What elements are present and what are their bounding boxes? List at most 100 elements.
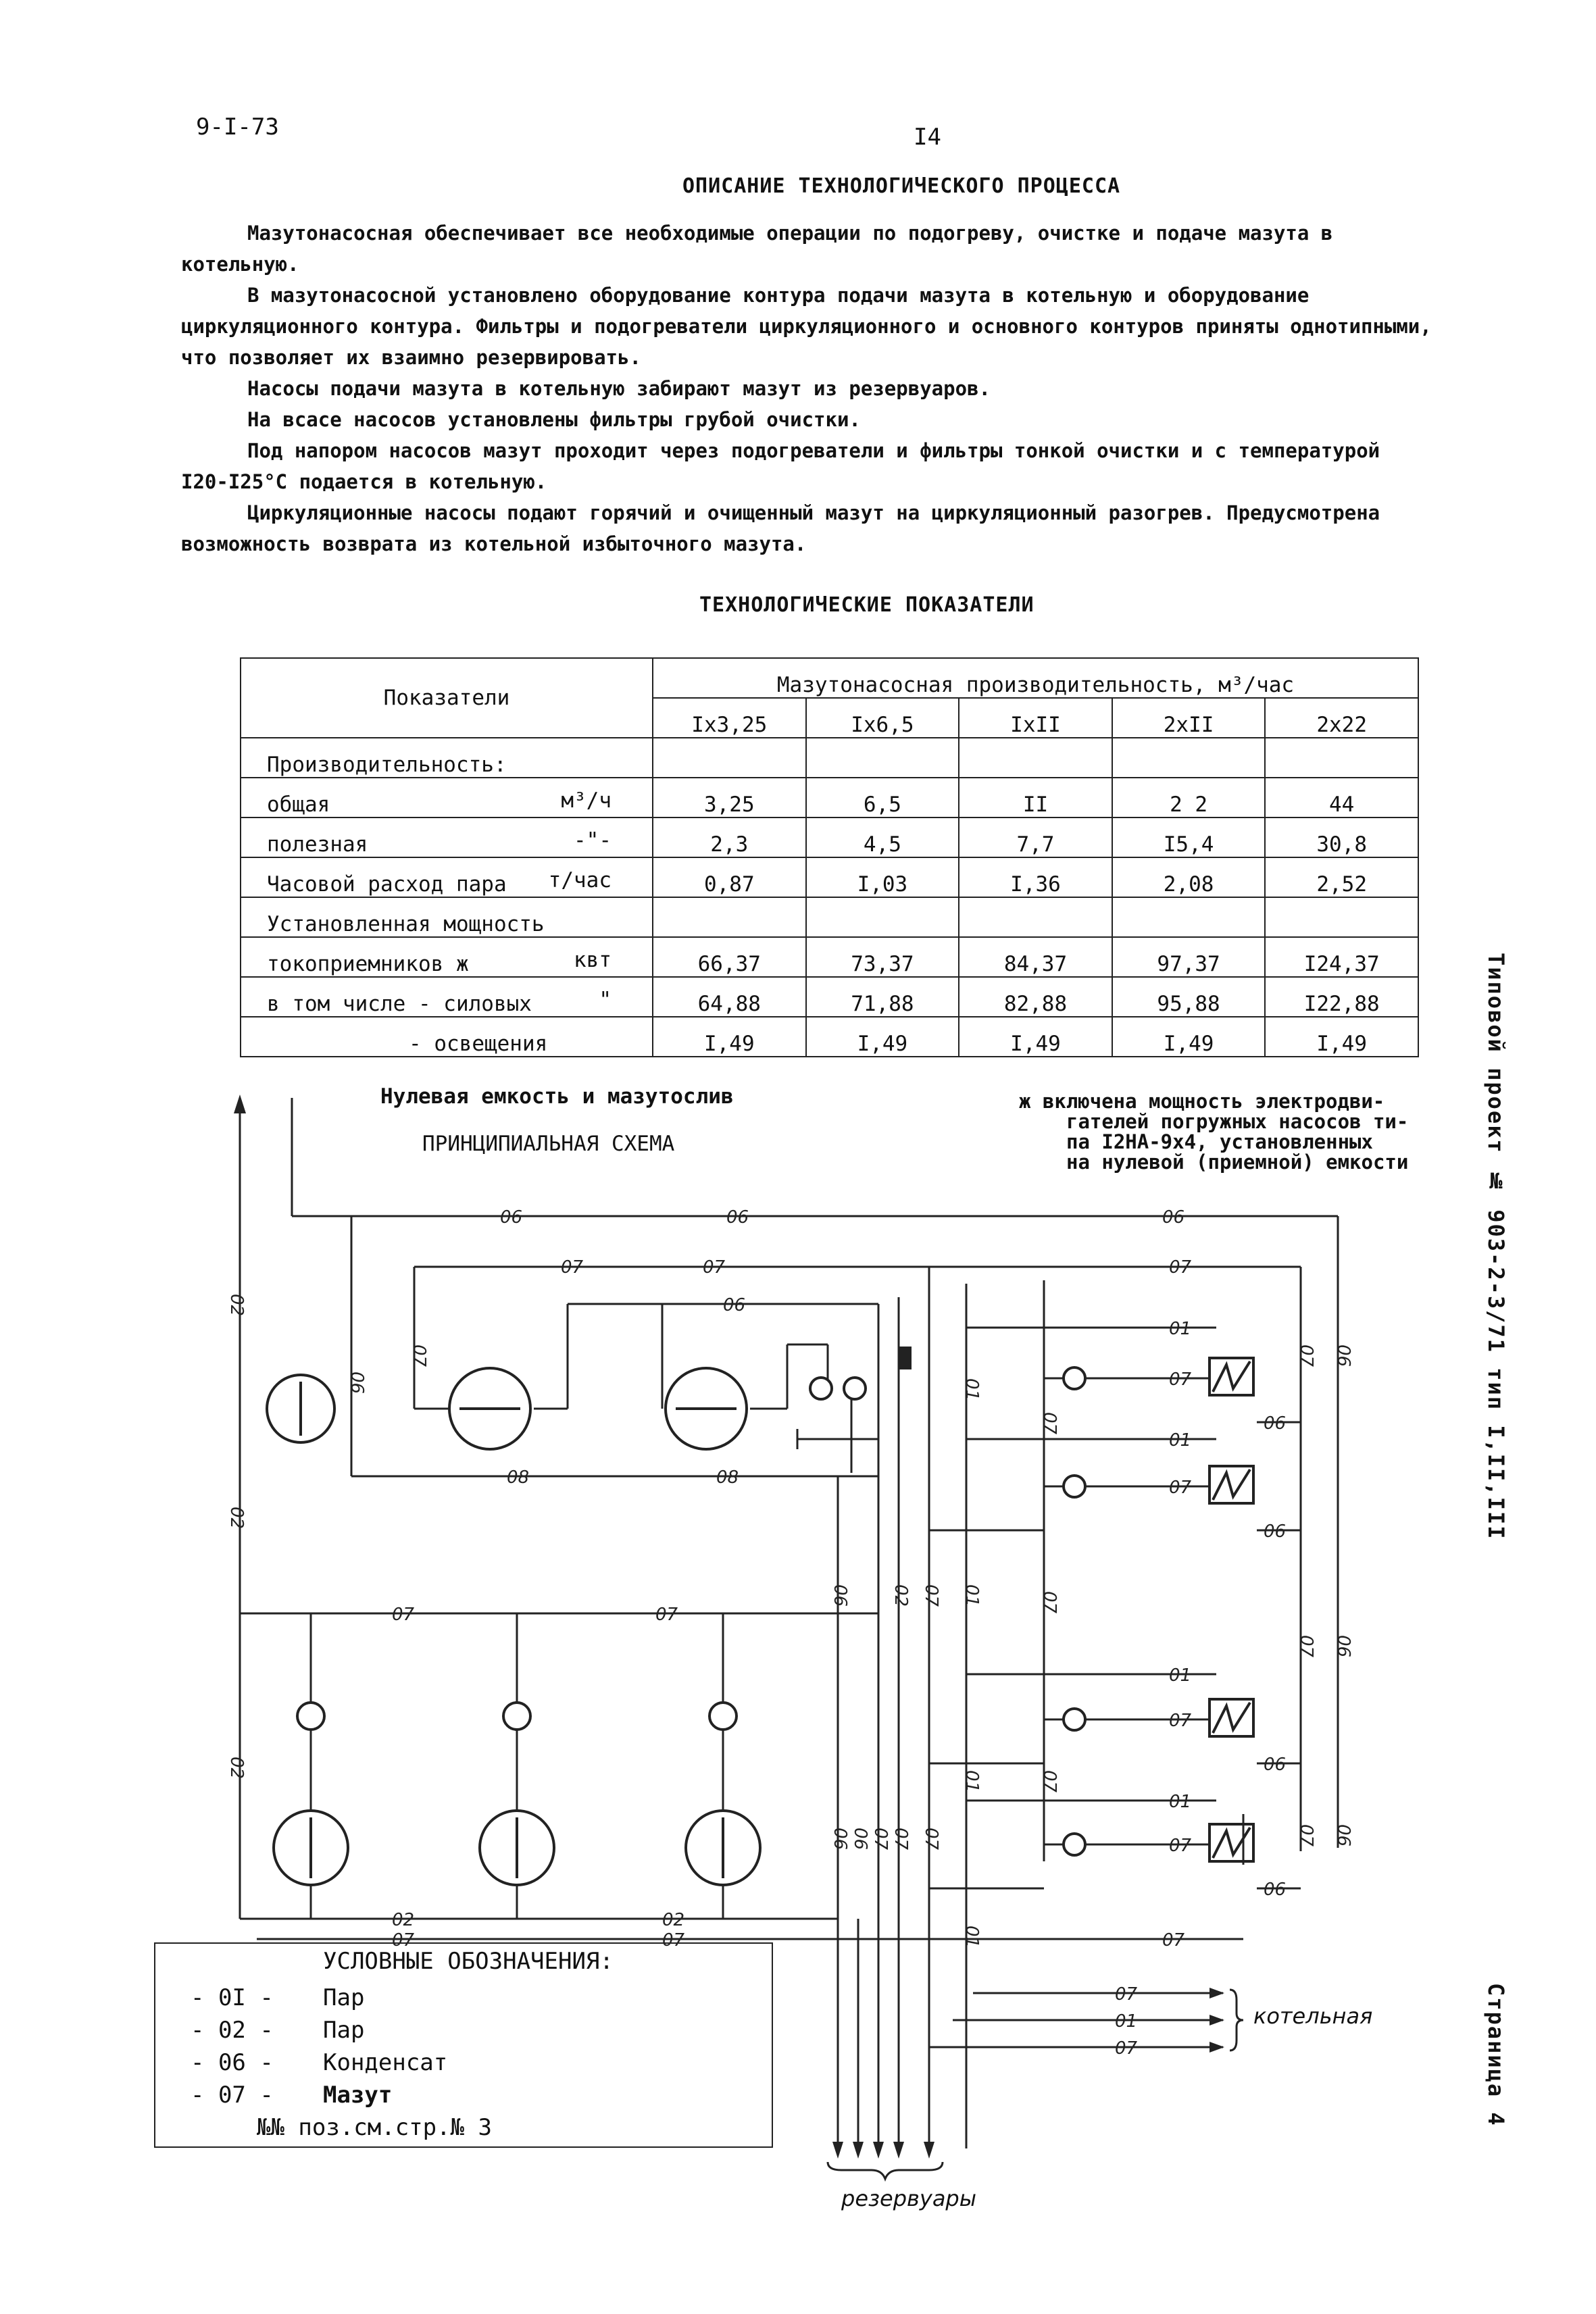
table-cell: I22,88 <box>1264 976 1419 1017</box>
table-cell <box>805 897 960 938</box>
paragraph-4: На всасе насосов установлены фильтры гру… <box>247 408 861 431</box>
svg-text:02: 02 <box>662 1910 684 1930</box>
table-row: Установленная мощность <box>240 897 1419 938</box>
table-cell: 2 2 <box>1111 777 1266 818</box>
legend-code: - 06 - <box>191 2049 274 2076</box>
column-header: 2х22 <box>1264 697 1419 738</box>
legend-label: Пар <box>323 1984 365 2011</box>
svg-text:06: 06 <box>850 1828 870 1850</box>
table-cell: I,49 <box>1111 1016 1266 1057</box>
description-title: ОПИСАНИЕ ТЕХНОЛОГИЧЕСКОГО ПРОЦЕССА <box>682 174 1121 198</box>
table-cell: 66,37 <box>652 936 807 978</box>
svg-text:07: 07 <box>921 1828 941 1851</box>
svg-text:06: 06 <box>1333 1344 1353 1367</box>
svg-text:07: 07 <box>703 1257 726 1278</box>
legend-code: - 02 - <box>191 2017 274 2044</box>
svg-text:08: 08 <box>507 1467 529 1488</box>
table-cell: I,36 <box>958 857 1113 898</box>
table-cell <box>1264 897 1419 938</box>
svg-text:07: 07 <box>409 1344 429 1367</box>
svg-text:07: 07 <box>1169 1711 1192 1731</box>
table-cell: 82,88 <box>958 976 1113 1017</box>
svg-text:06: 06 <box>1162 1207 1184 1228</box>
row-label-cell: Установленная мощность <box>240 897 653 938</box>
tanks-label: резервуары <box>841 2186 976 2211</box>
table-cell <box>958 737 1113 778</box>
svg-text:07: 07 <box>1169 1478 1192 1498</box>
svg-text:07: 07 <box>870 1828 891 1851</box>
svg-text:06: 06 <box>1264 1755 1286 1775</box>
svg-text:07: 07 <box>1296 1635 1316 1658</box>
table-cell <box>652 737 807 778</box>
table-cell: 44 <box>1264 777 1419 818</box>
row-label-cell: в том числе - силовых" <box>240 976 653 1017</box>
scheme-title: ПРИНЦИПИАЛЬНАЯ СХЕМА <box>422 1132 675 1156</box>
column-header: Iх3,25 <box>652 697 807 738</box>
table-cell: 6,5 <box>805 777 960 818</box>
svg-text:07: 07 <box>1296 1344 1316 1367</box>
svg-text:07: 07 <box>891 1828 911 1851</box>
svg-text:07: 07 <box>1169 1369 1192 1390</box>
table-footnote: ж включена мощность электродви- гателей … <box>1019 1091 1408 1172</box>
svg-text:07: 07 <box>1039 1412 1059 1435</box>
svg-text:06: 06 <box>830 1828 850 1850</box>
svg-text:02: 02 <box>226 1294 247 1316</box>
svg-text:07: 07 <box>1169 1836 1192 1856</box>
table-cell: 71,88 <box>805 976 960 1017</box>
svg-text:07: 07 <box>392 1605 415 1625</box>
table-row: Производительность: <box>240 737 1419 778</box>
svg-text:02: 02 <box>891 1584 911 1607</box>
table-cell: 64,88 <box>652 976 807 1017</box>
column-header: IхII <box>958 697 1113 738</box>
row-label-cell: Производительность: <box>240 737 653 778</box>
svg-text:07: 07 <box>1296 1824 1316 1847</box>
side-project-stamp: Типовой проект № 903-2-3/71 тип I,II,III <box>1483 953 1509 1540</box>
table-cell <box>1111 737 1266 778</box>
svg-text:07: 07 <box>392 1930 415 1951</box>
paragraph-2: В мазутонасосной установлено оборудовани… <box>181 284 1432 369</box>
svg-text:06: 06 <box>1333 1824 1353 1846</box>
table-cell: 84,37 <box>958 936 1113 978</box>
table-cell: I,49 <box>958 1016 1113 1057</box>
svg-text:06: 06 <box>1264 1521 1286 1542</box>
svg-text:07: 07 <box>921 1584 941 1607</box>
svg-text:02: 02 <box>226 1757 247 1779</box>
svg-text:07: 07 <box>1115 1984 1138 2005</box>
svg-text:07: 07 <box>1169 1257 1192 1278</box>
row-label: Часовой расход пара <box>267 872 507 897</box>
footnote-line: гателей погружных насосов ти- <box>1066 1110 1409 1133</box>
svg-text:01: 01 <box>962 1378 982 1401</box>
description-text: Мазутонасосная обеспечивает все необходи… <box>181 218 1438 559</box>
legend-code: - 0I - <box>191 1984 274 2011</box>
row-label: Производительность: <box>267 753 507 777</box>
svg-text:01: 01 <box>1169 1319 1191 1339</box>
row-label: полезная <box>267 832 368 857</box>
svg-text:07: 07 <box>561 1257 584 1278</box>
table-cell <box>652 897 807 938</box>
side-page-stamp: Страница 4 <box>1483 1983 1509 2127</box>
column-header: 2хII <box>1111 697 1266 738</box>
zero-tank-label: Нулевая емкость и мазутослив <box>380 1084 734 1109</box>
table-cell: 7,7 <box>958 817 1113 858</box>
row-label-cell: полезная -"- <box>240 817 653 858</box>
svg-text:06: 06 <box>1333 1635 1353 1657</box>
svg-text:07: 07 <box>1115 2038 1138 2059</box>
row-unit: -"- <box>574 828 612 853</box>
svg-text:01: 01 <box>1169 1665 1191 1686</box>
group-header: Мазутонасосная производительность, м³/ча… <box>652 657 1419 699</box>
legend-label: Конденсат <box>323 2049 448 2076</box>
svg-text:07: 07 <box>662 1930 685 1951</box>
svg-text:01: 01 <box>1169 1430 1191 1451</box>
svg-text:01: 01 <box>1169 1792 1191 1812</box>
svg-text:06: 06 <box>500 1207 522 1228</box>
legend-title: УСЛОВНЫЕ ОБОЗНАЧЕНИЯ: <box>323 1948 614 1975</box>
paragraph-5: Под напором насосов мазут проходит через… <box>181 439 1380 493</box>
legend-label: Пар <box>323 2017 365 2044</box>
table-cell: 2,52 <box>1264 857 1419 898</box>
table-cell: I,49 <box>652 1016 807 1057</box>
